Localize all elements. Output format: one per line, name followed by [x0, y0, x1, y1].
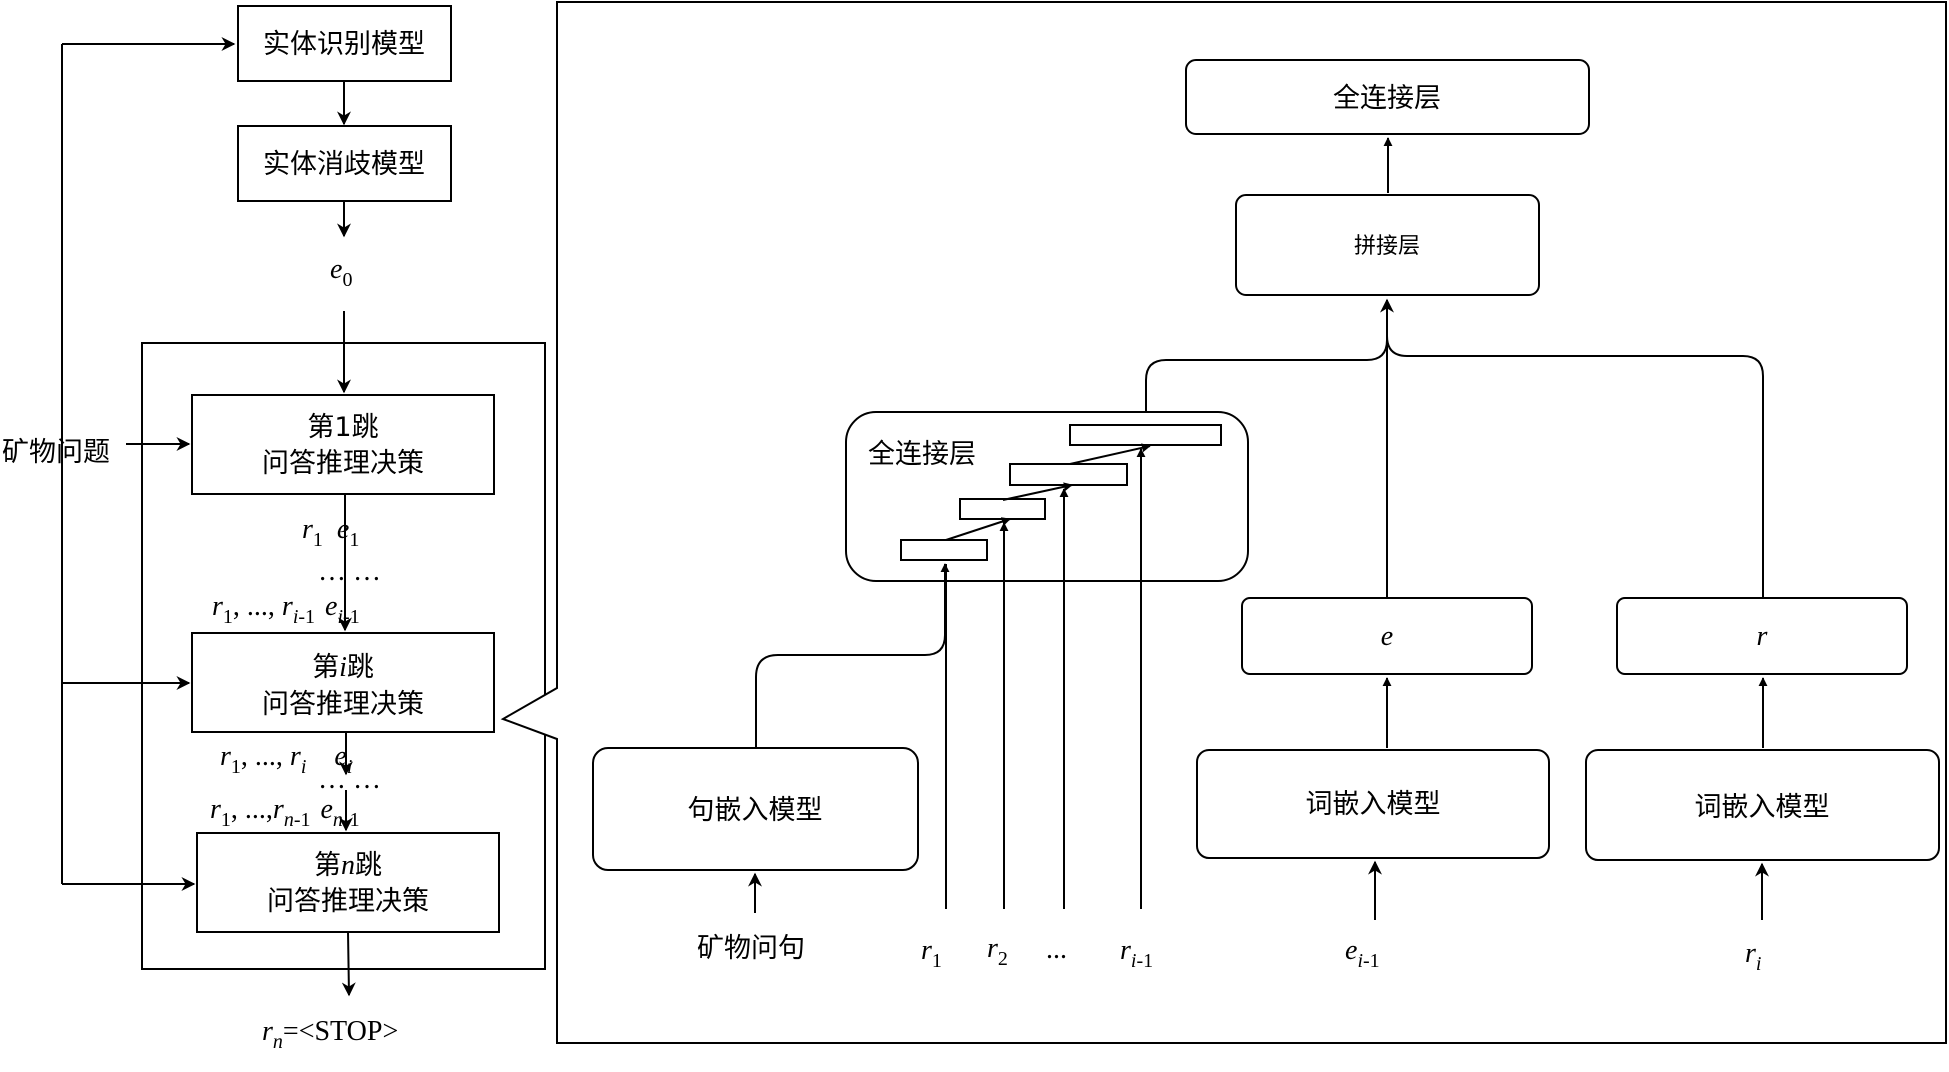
sentence-embed-label: 句嵌入模型 — [688, 795, 823, 826]
e-box — [1241, 597, 1533, 675]
word-embed-box-2 — [1585, 749, 1940, 861]
hop1-box — [191, 394, 495, 495]
hop1-line2: 问答推理决策 — [262, 448, 424, 479]
merge-fc-inner-to-concat — [1145, 298, 1394, 421]
fc-inner-label: 全连接层 — [868, 439, 976, 470]
word-embed-label-2: 词嵌入模型 — [1695, 792, 1830, 823]
input-r1: r1 — [921, 935, 942, 972]
concat-label: 拼接层 — [1354, 234, 1420, 259]
input-ri: ri — [1745, 938, 1761, 975]
arrow-hopn-to-stop — [341, 931, 356, 997]
hop-n-line2: 问答推理决策 — [267, 886, 429, 917]
r-box — [1616, 597, 1908, 675]
input-r2: r2 — [987, 933, 1008, 970]
input-ri-1: ri-1 — [1120, 935, 1153, 972]
question-input-label: 矿物问题 — [2, 437, 110, 468]
fc-cell-4 — [1069, 424, 1222, 446]
concat-box — [1235, 194, 1540, 296]
fc-cell-3 — [1009, 463, 1128, 486]
input-ei-1: ei-1 — [1345, 935, 1380, 972]
fc-top-box — [1185, 59, 1590, 135]
fc-cell-1 — [900, 539, 988, 561]
arrow-sentence-to-cell1 — [755, 563, 950, 748]
entity-disambiguation-label: 实体消歧模型 — [263, 149, 425, 180]
fc-top-label: 全连接层 — [1333, 83, 1441, 114]
r-box-label: r — [1757, 621, 1768, 652]
hop-n-line1: 第n跳 — [314, 850, 382, 881]
entity-disambiguation-box — [237, 125, 452, 202]
word-embed-label-1: 词嵌入模型 — [1306, 789, 1441, 820]
cell-link-1 — [945, 517, 1011, 541]
fc-inner-container — [845, 411, 1249, 582]
cell-link-2 — [1002, 482, 1073, 501]
word-embed-box-1 — [1196, 749, 1550, 859]
input-ellipsis: ... — [1046, 934, 1067, 965]
entity-recognition-label: 实体识别模型 — [263, 29, 425, 60]
stop-label: rn=<STOP> — [262, 1016, 398, 1053]
dots-1: … … — [318, 556, 381, 587]
dots-2: … … — [318, 764, 381, 795]
hop-i-box — [191, 632, 495, 733]
hop-n-box — [196, 832, 500, 933]
hop-i-line2: 问答推理决策 — [262, 689, 424, 720]
question-sentence-label: 矿物问句 — [697, 933, 805, 964]
e-box-label: e — [1381, 621, 1393, 652]
e0-label: e0 — [330, 254, 352, 291]
merge-r-to-concat — [1386, 335, 1764, 598]
hop-i-line1: 第i跳 — [312, 652, 374, 683]
hop1-line1: 第1跳 — [307, 412, 378, 443]
fc-cell-2 — [959, 498, 1046, 520]
